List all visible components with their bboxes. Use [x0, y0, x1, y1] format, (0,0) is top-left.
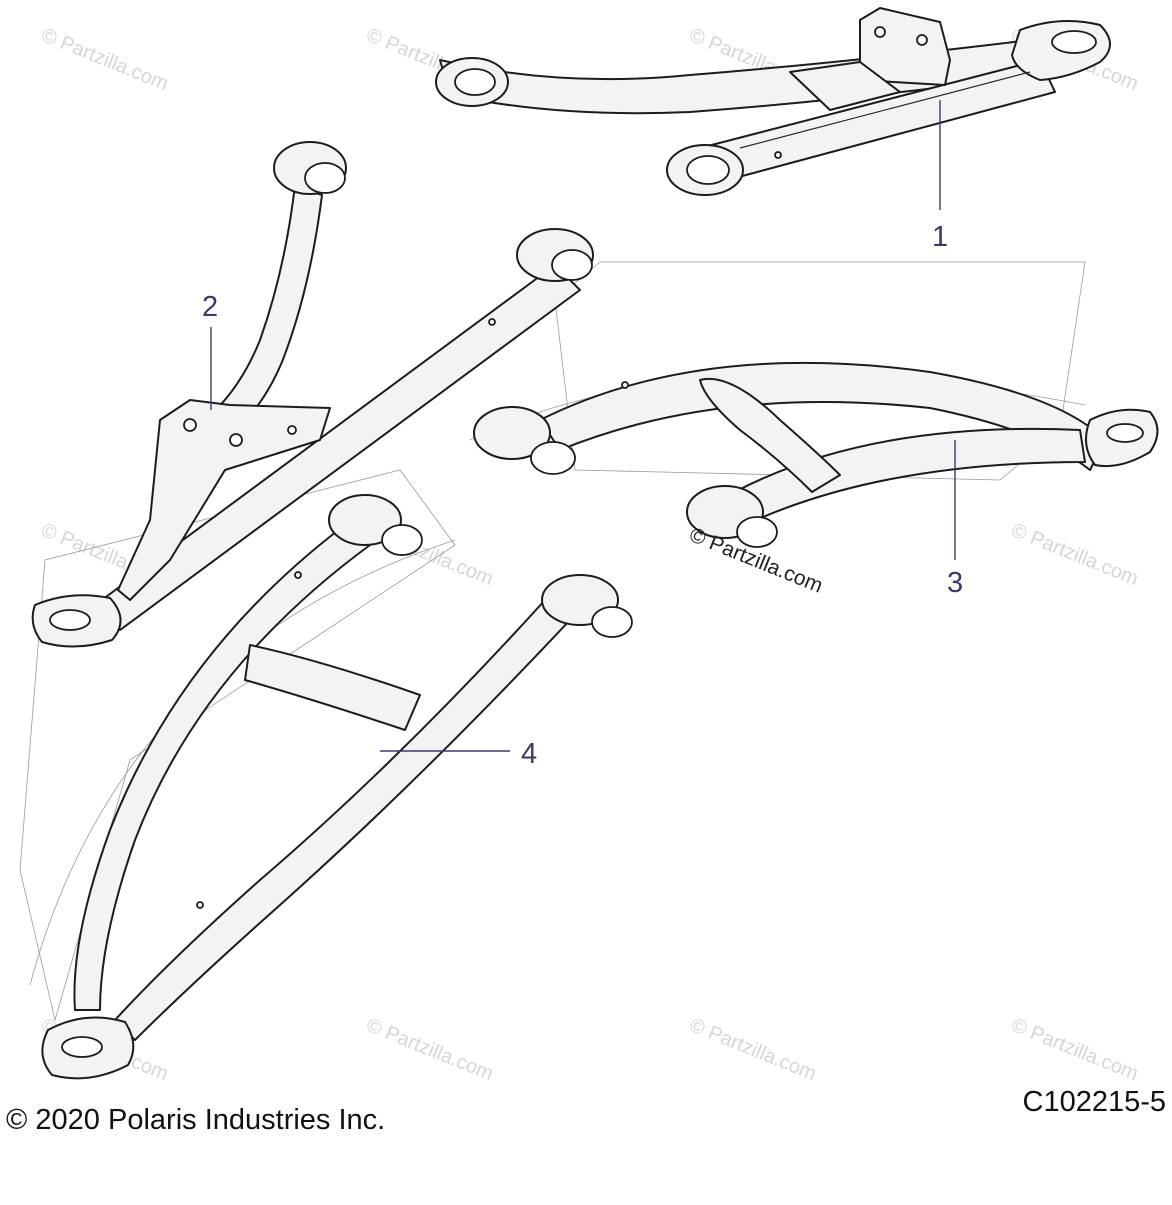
callout-3: 3 [947, 567, 963, 599]
watermark: © Partzilla.com [1008, 519, 1141, 590]
watermark: © Partzilla.com [686, 1014, 819, 1085]
callout-2: 2 [202, 291, 218, 323]
part-4-lower-control-arm [41, 494, 633, 1080]
copyright-notice: © 2020 Polaris Industries Inc. [6, 1104, 386, 1136]
part-2-upper-control-arm [31, 141, 594, 648]
watermark: © Partzilla.com [1008, 1014, 1141, 1085]
watermark: © Partzilla.com [38, 24, 171, 95]
callout-1: 1 [932, 221, 948, 253]
callouts: 1 2 3 4 [202, 221, 963, 770]
leader-lines [210, 100, 956, 752]
callout-4: 4 [521, 738, 537, 770]
diagram-code: C102215-5 [1022, 1086, 1167, 1118]
part-3-lower-control-arm [473, 361, 1159, 548]
part-1-upper-control-arm [435, 7, 1111, 196]
watermark: © Partzilla.com [363, 1014, 496, 1085]
